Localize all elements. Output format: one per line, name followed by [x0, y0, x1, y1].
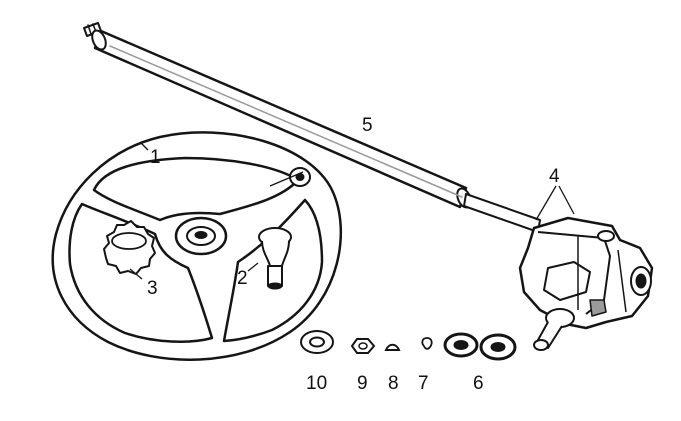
bearings — [443, 332, 517, 361]
callout-steering-gear-box: 4 — [549, 166, 560, 187]
hex-nut — [350, 338, 376, 354]
steering-wheel-cap — [258, 227, 292, 290]
callout-snap-ring: 7 — [418, 373, 429, 394]
callout-horn-button: 3 — [147, 278, 158, 299]
callout-steering-wheel-cap: 2 — [237, 268, 248, 289]
steering-gear-box — [518, 216, 654, 351]
callout-labels: 1 2 3 4 5 6 7 8 9 10 — [147, 115, 560, 394]
snap-ring — [421, 337, 433, 350]
horn-button — [103, 220, 156, 275]
callout-steering-shaft: 5 — [362, 115, 373, 136]
callout-woodruff-key: 8 — [388, 373, 399, 394]
woodruff-key — [384, 343, 401, 351]
leader-lines — [129, 141, 575, 280]
steering-wheel — [51, 131, 343, 361]
steering-shaft — [83, 22, 541, 233]
callout-steering-wheel: 1 — [150, 147, 161, 168]
washer — [300, 330, 334, 354]
callout-hex-nut: 9 — [357, 373, 368, 394]
callout-bearings: 6 — [473, 373, 484, 394]
callout-washer: 10 — [306, 373, 327, 394]
